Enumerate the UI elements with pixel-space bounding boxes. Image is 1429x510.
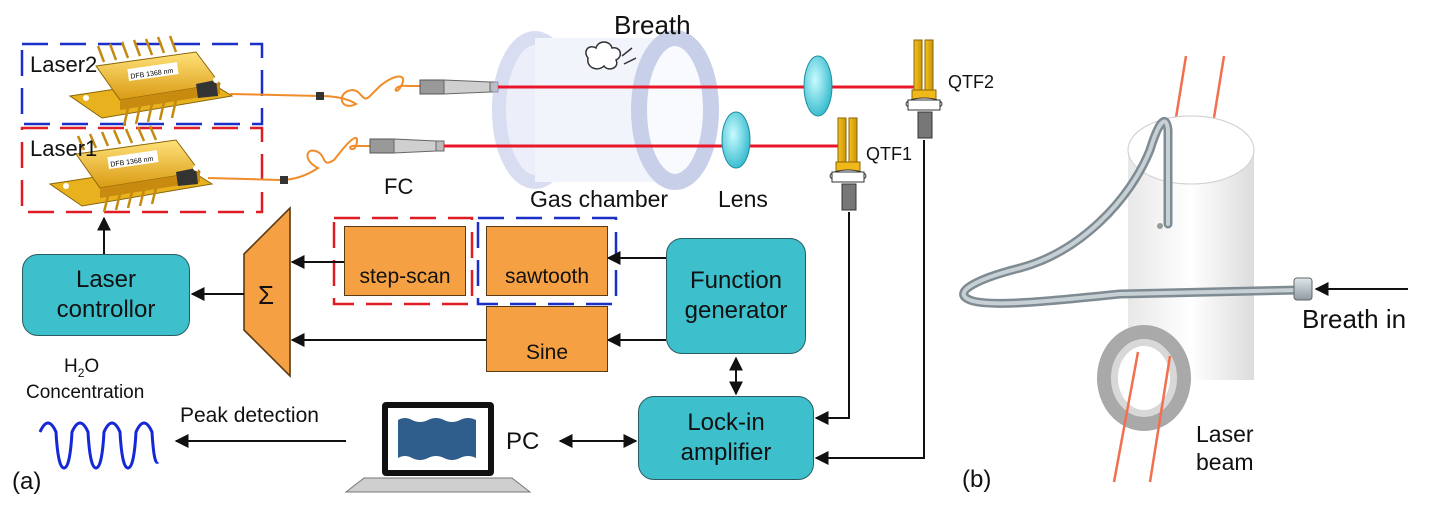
laser1-label: Laser1 bbox=[30, 136, 98, 161]
h2o-label: H2O bbox=[64, 356, 99, 380]
peak-detection-label: Peak detection bbox=[180, 404, 319, 427]
gas-chamber-label: Gas chamber bbox=[530, 186, 669, 212]
fiber-collimator-1 bbox=[369, 138, 445, 154]
h2o-signal-trace bbox=[38, 421, 160, 470]
lockin-line2: amplifier bbox=[680, 439, 772, 466]
fiber-laser2 bbox=[229, 75, 420, 107]
laser-controller-line1: Laser bbox=[75, 266, 137, 293]
qtf1-sensor bbox=[829, 117, 867, 211]
function-generator-box: Function generator bbox=[666, 238, 806, 354]
sawtooth-box: sawtooth bbox=[486, 226, 608, 296]
laser2-frame bbox=[20, 42, 264, 126]
sigma-symbol: Σ bbox=[258, 280, 275, 310]
laser-controller-line2: controllor bbox=[56, 296, 156, 323]
sawtooth-frame bbox=[476, 216, 618, 306]
h2o-base: H bbox=[64, 356, 78, 377]
laser-controller-box: Laser controllor bbox=[22, 254, 190, 336]
laser1-module bbox=[48, 125, 214, 213]
function-generator-line2: generator bbox=[684, 297, 788, 324]
laser-beam-line2: beam bbox=[1196, 449, 1254, 475]
breath-label: Breath bbox=[614, 10, 691, 40]
function-generator-line1: Function bbox=[689, 267, 783, 294]
laser-beam-label: Laser beam bbox=[1196, 420, 1254, 476]
sine-label: Sine bbox=[525, 341, 569, 364]
laser2-label: Laser2 bbox=[30, 52, 98, 77]
qtf1-label: QTF1 bbox=[866, 144, 913, 164]
laser-beam-line1: Laser bbox=[1196, 421, 1254, 447]
step-scan-box: step-scan bbox=[344, 226, 466, 296]
breath-in-label: Breath in bbox=[1302, 304, 1407, 334]
laser2-module bbox=[68, 35, 234, 127]
lockin-line1: Lock-in bbox=[687, 409, 765, 436]
lockin-amplifier-box: Lock-in amplifier bbox=[638, 396, 814, 480]
pc-label: PC bbox=[506, 428, 540, 455]
h2o-tail: O bbox=[84, 356, 100, 377]
lens-2 bbox=[803, 55, 833, 117]
h2o-sub: 2 bbox=[77, 365, 85, 380]
laser1-frame bbox=[20, 126, 264, 214]
fiber-collimator-2 bbox=[419, 79, 499, 95]
sawtooth-label: sawtooth bbox=[504, 265, 590, 288]
concentration-label: Concentration bbox=[26, 382, 145, 403]
laser-beam-b-right-top bbox=[1210, 55, 1226, 131]
wire-qtf1-lockin bbox=[814, 212, 850, 425]
step-scan-label: step-scan bbox=[359, 265, 451, 288]
lens-label: Lens bbox=[718, 186, 768, 212]
qtf2-sensor bbox=[905, 39, 943, 139]
laptop-icon bbox=[344, 402, 532, 493]
laser-beam-b-right-bottom bbox=[1148, 355, 1172, 483]
qtf2-label: QTF2 bbox=[948, 72, 995, 92]
panel-b-label: (b) bbox=[962, 466, 992, 493]
fiber-laser1 bbox=[207, 136, 370, 182]
laser-beam-b-left-bottom bbox=[1112, 351, 1140, 483]
fc-label: FC bbox=[384, 174, 414, 199]
lens-1 bbox=[721, 111, 751, 169]
panel-a-label: (a) bbox=[12, 468, 42, 495]
sum-block bbox=[243, 206, 291, 378]
breath-cloud-icon bbox=[585, 41, 637, 70]
tube-connector bbox=[1293, 277, 1313, 301]
wire-qtf2-lockin bbox=[814, 140, 925, 465]
sine-box: Sine bbox=[486, 306, 608, 372]
resonator-tube bbox=[1097, 115, 1255, 431]
